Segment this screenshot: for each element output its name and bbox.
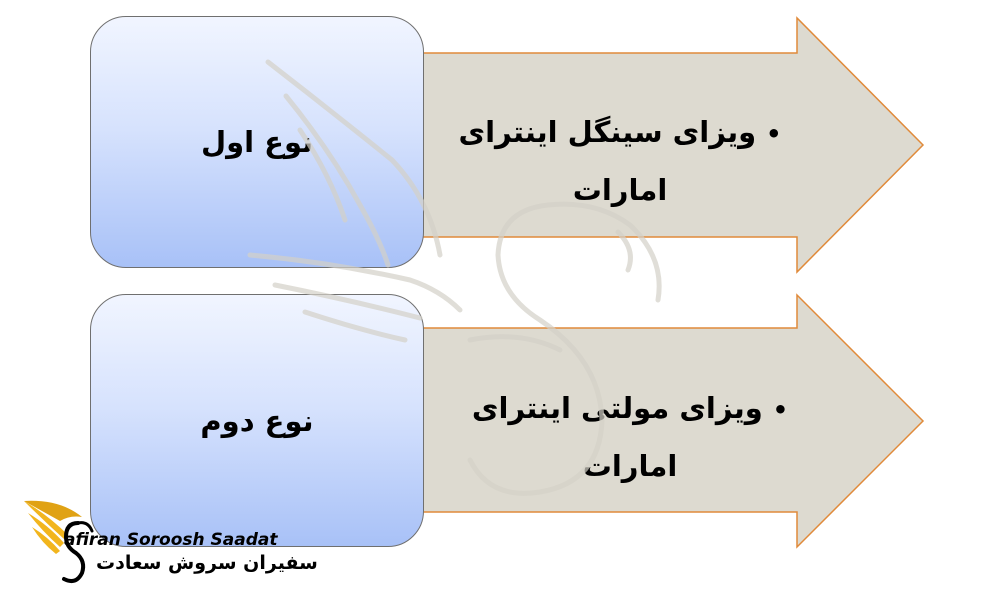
bullet-1: • [766,120,782,148]
wing-icon [24,500,82,554]
company-logo [24,500,94,583]
arrow-item-1: ویزای سینگل اینترای امارات [458,115,757,207]
arrow-text-1: • ویزای سینگل اینترای امارات [450,104,790,218]
type-box-1: نوع اول [90,16,424,268]
arrow-item-2: ویزای مولتی اینترای امارات [471,391,763,483]
swan-emblem [62,521,86,583]
logo-latin-text: afiran Soroosh Saadat [64,530,278,550]
bullet-2: • [772,396,789,424]
type-title-2: نوع دوم [200,403,314,438]
arrow-text-2: • ویزای مولتی اینترای امارات [420,380,840,494]
logo-persian-text: سفیران سروش سعادت [96,552,318,574]
type-title-1: نوع اول [200,125,314,159]
